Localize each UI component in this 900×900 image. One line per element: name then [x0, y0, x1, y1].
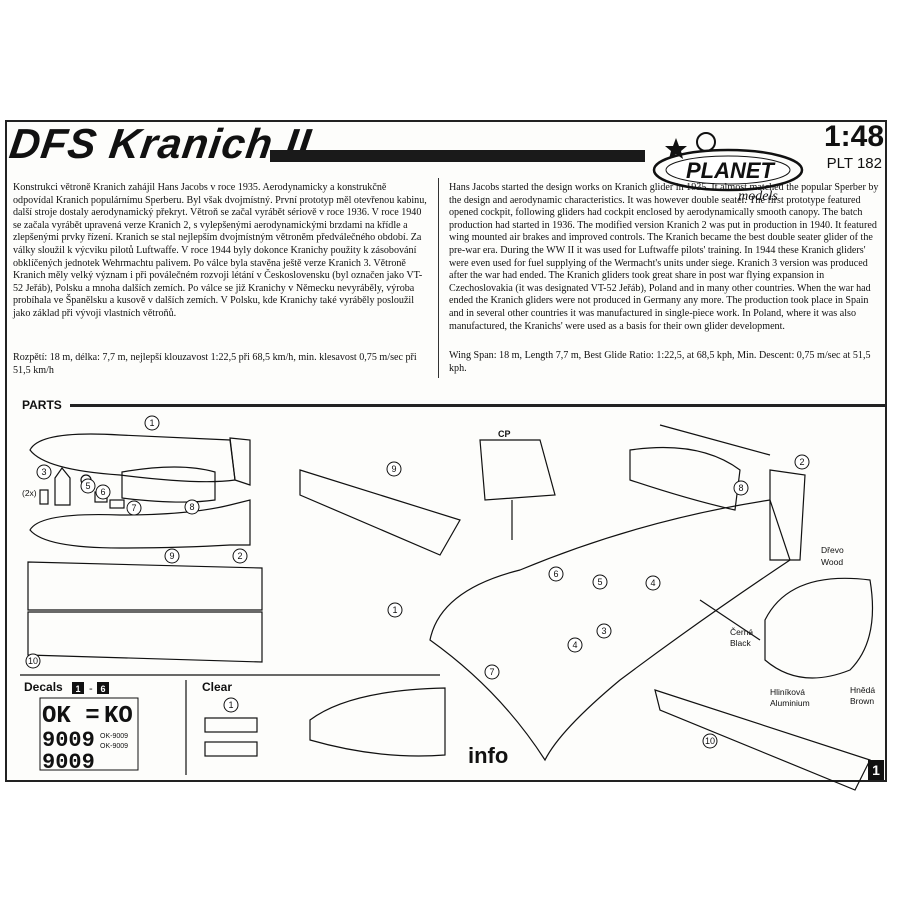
decal-reg: OK =	[42, 703, 100, 730]
callout-clear-1: 1	[228, 700, 233, 710]
part-seat	[54, 466, 71, 506]
label-wood-cz: Dřevo	[821, 545, 844, 555]
part-stabilizer	[121, 466, 216, 503]
part-wing-upper	[27, 561, 263, 611]
callout-4: 4	[650, 578, 655, 588]
cockpit-detail-view	[764, 577, 874, 679]
decal-reg-mirror: KO	[104, 703, 133, 730]
callout-3: 3	[41, 467, 46, 477]
history-paragraph-en: Hans Jacobs started the design works on …	[449, 182, 879, 332]
decal-small-reg-2: OK-9009	[100, 743, 128, 750]
parts-heading: PARTS	[22, 398, 62, 412]
planet-models-logo: PLANET models	[652, 132, 804, 204]
kit-code: PLT 182	[826, 155, 882, 172]
callout-9: 9	[169, 551, 174, 561]
callout-1b: 1	[392, 605, 397, 615]
assembly-wing-right	[654, 689, 871, 791]
label-brown-cz: Hnědá	[850, 685, 875, 695]
history-text-czech: Konstrukci větroně Kranich zahájil Hans …	[13, 182, 428, 321]
clear-parts-heading: Clear	[202, 680, 233, 694]
part-wing-lower	[27, 611, 263, 663]
logo-text-models: models	[738, 189, 778, 204]
callout-5: 5	[85, 481, 90, 491]
callout-10b: 10	[705, 736, 715, 746]
callout-2b: 2	[799, 457, 804, 467]
specs-english: Wing Span: 18 m, Length 7,7 m, Best Glid…	[449, 350, 871, 374]
callout-5b: 5	[597, 577, 602, 587]
parts-rule	[70, 404, 885, 407]
instruction-sheet-frame	[5, 120, 887, 782]
callout-10: 10	[28, 656, 38, 666]
part-control-stick	[39, 489, 49, 505]
history-paragraph-cz: Konstrukci větroně Kranich zahájil Hans …	[13, 182, 427, 319]
title-underline-bar	[270, 150, 645, 162]
kit-scale: 1:48	[823, 120, 884, 153]
label-aluminium-cz: Hliníková	[770, 687, 805, 697]
callout-6: 6	[100, 487, 105, 497]
info-label: info	[468, 743, 509, 768]
callout-3b: 3	[601, 626, 606, 636]
clear-canopy-1	[204, 717, 258, 733]
label-black-cz: Černá	[730, 627, 753, 637]
cp-label: CP	[498, 429, 511, 439]
decal-small-reg-1: OK-9009	[100, 733, 128, 740]
decal-range-sep: -	[89, 683, 93, 695]
assembly-fuselage	[429, 499, 791, 762]
qty-label: (2x)	[22, 488, 37, 498]
assembly-canopy-cp	[479, 439, 556, 501]
callout-9b: 9	[391, 464, 396, 474]
callout-7b: 7	[489, 667, 494, 677]
part-rudder-left	[229, 437, 251, 486]
callout-1: 1	[149, 418, 154, 428]
decal-number-1: 9009	[42, 728, 95, 753]
label-aluminium-en: Aluminium	[770, 698, 810, 708]
assembly-wing-left	[299, 469, 461, 556]
callout-7: 7	[131, 503, 136, 513]
callout-6b: 6	[553, 569, 558, 579]
decal-range-start: 1	[75, 684, 80, 694]
label-brown-en: Brown	[850, 696, 874, 706]
decal-range-end: 6	[100, 684, 105, 694]
info-detail-view	[309, 687, 446, 757]
decal-number-2: 9009	[42, 750, 95, 775]
part-fuselage-left	[29, 433, 236, 483]
logo-text-planet: PLANET	[686, 158, 776, 183]
label-black-en: Black	[730, 638, 752, 648]
callout-8b: 8	[738, 483, 743, 493]
callout-2: 2	[237, 551, 242, 561]
history-text-english: Hans Jacobs started the design works on …	[449, 182, 879, 333]
callout-8: 8	[189, 502, 194, 512]
part-bracket	[109, 499, 125, 509]
assembly-tail-fin	[769, 469, 806, 561]
label-wood-en: Wood	[821, 557, 843, 567]
callout-4b: 4	[572, 640, 577, 650]
assembly-stabilizer	[629, 446, 741, 511]
specs-czech: Rozpětí: 18 m, délka: 7,7 m, nejlepší kl…	[13, 352, 417, 376]
part-fuselage-right	[29, 499, 251, 549]
column-divider	[438, 178, 439, 378]
page-number: 1	[868, 760, 884, 780]
clear-canopy-2	[204, 741, 258, 757]
decals-heading: Decals	[24, 680, 63, 694]
